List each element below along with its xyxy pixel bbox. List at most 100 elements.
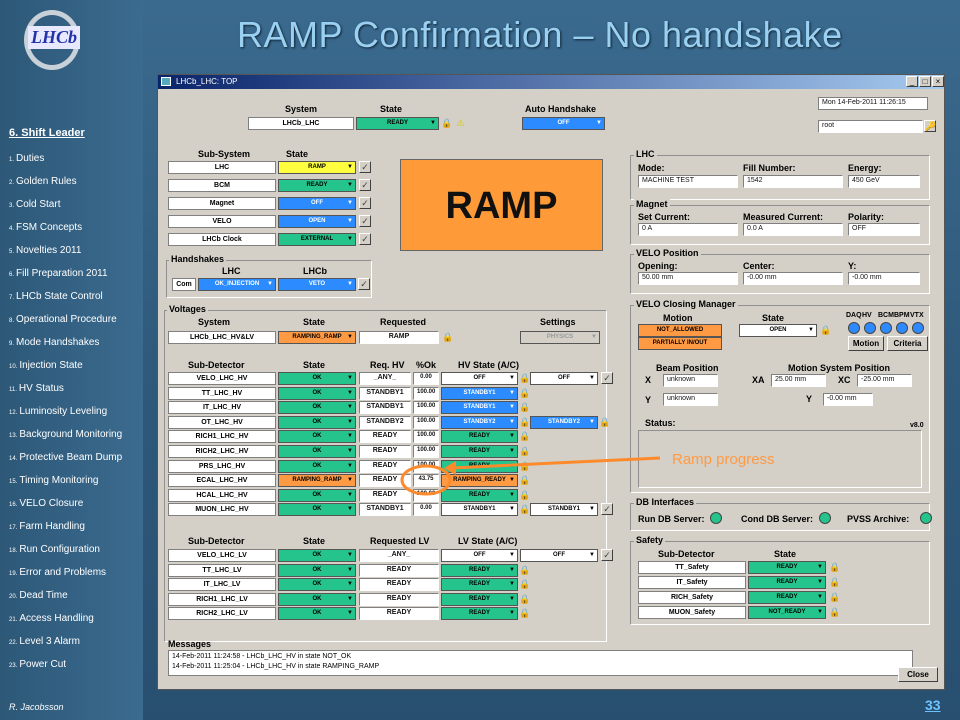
subsystem-name[interactable]: VELO [168, 215, 276, 228]
system-state[interactable]: READY▼ [356, 117, 439, 130]
check-icon[interactable]: ✓ [359, 233, 371, 245]
minimize-button[interactable]: _ [906, 76, 918, 87]
user-field[interactable]: root [818, 120, 923, 133]
safety-state[interactable]: NOT_READY▼ [748, 606, 826, 619]
velo-motion-button[interactable]: Motion [848, 336, 884, 351]
hv-state[interactable]: OK▼ [278, 372, 356, 385]
lv-lock-icon[interactable]: 🔒 [519, 579, 531, 590]
lv-state[interactable]: OK▼ [278, 607, 356, 621]
lv-state[interactable]: OK▼ [278, 578, 356, 592]
velo-lock-icon[interactable]: 🔒 [820, 325, 832, 335]
sidebar-item[interactable]: 22.Level 3 Alarm [9, 636, 80, 647]
hv-state[interactable]: OK▼ [278, 401, 356, 415]
hv-subdetector-name[interactable]: MUON_LHC_HV [168, 503, 276, 517]
subsystem-state[interactable]: OPEN▼ [278, 215, 356, 228]
hv-subdetector-name[interactable]: RICH2_LHC_HV [168, 445, 276, 458]
lv-lock-icon[interactable]: 🔒 [519, 564, 531, 575]
lv-lock-icon[interactable]: 🔒 [519, 593, 531, 604]
window-titlebar[interactable]: LHCb_LHC: TOP [158, 75, 944, 89]
hv-lock-icon[interactable]: 🔒 [519, 460, 531, 471]
velo-criteria-button[interactable]: Criteria [887, 336, 928, 351]
check-icon[interactable]: ✓ [359, 197, 371, 209]
lv-state-a[interactable]: OFF▼ [441, 549, 518, 562]
lv-state-c[interactable]: OFF▼ [520, 549, 598, 562]
lv-lock-icon[interactable]: 🔒 [519, 608, 531, 619]
hv-lock-icon[interactable]: 🔒 [519, 489, 531, 500]
hv-subdetector-name[interactable]: RICH1_LHC_HV [168, 430, 276, 444]
sidebar-item[interactable]: 5.Novelties 2011 [9, 245, 81, 256]
voltages-settings[interactable]: PHYSICS▼ [520, 331, 600, 344]
hv-state-c[interactable]: STANDBY2▼ [530, 415, 598, 429]
hv-state[interactable]: OK▼ [278, 503, 356, 517]
close-button[interactable]: Close [898, 667, 938, 682]
lv-subdetector-name[interactable]: IT_LHC_LV [168, 578, 276, 592]
hv-state-a[interactable]: RAMPING_READY▼ [441, 474, 518, 488]
hv-state-a[interactable]: OFF▼ [441, 372, 518, 385]
sidebar-item[interactable]: 8.Operational Procedure [9, 314, 117, 325]
lv-subdetector-name[interactable]: VELO_LHC_LV [168, 549, 276, 562]
lv-subdetector-name[interactable]: RICH2_LHC_LV [168, 607, 276, 621]
safety-subdetector-name[interactable]: MUON_Safety [638, 606, 746, 619]
sidebar-item[interactable]: 6.Fill Preparation 2011 [9, 268, 108, 279]
sidebar-item[interactable]: 1.Duties [9, 153, 44, 164]
hv-state-a[interactable]: STANDBY2▼ [441, 415, 518, 429]
sidebar-item[interactable]: 3.Cold Start [9, 199, 60, 210]
safety-subdetector-name[interactable]: RICH_Safety [638, 591, 746, 604]
lv-subdetector-name[interactable]: RICH1_LHC_LV [168, 592, 276, 606]
sidebar-item[interactable]: 11.HV Status [9, 383, 64, 394]
hv-state-c[interactable]: OFF▼ [530, 372, 598, 385]
subsystem-name[interactable]: Magnet [168, 197, 276, 210]
handshake-lhcb-value[interactable]: VETO▼ [278, 278, 356, 291]
safety-subdetector-name[interactable]: IT_Safety [638, 576, 746, 589]
hv-state-c[interactable]: STANDBY1▼ [530, 503, 598, 517]
sidebar-item[interactable]: 9.Mode Handshakes [9, 337, 99, 348]
hv-state-a[interactable]: STANDBY1▼ [441, 503, 518, 517]
sidebar-item[interactable]: 10.Injection State [9, 360, 83, 371]
subsystem-name[interactable]: BCM [168, 179, 276, 192]
hv-lock-icon[interactable]: 🔒 [519, 402, 531, 413]
sidebar-item[interactable]: 13.Background Monitoring [9, 429, 122, 440]
safety-lock-icon[interactable]: 🔒 [829, 592, 841, 602]
hv-check-icon[interactable]: ✓ [601, 503, 613, 516]
voltages-state[interactable]: RAMPING_RAMP▼ [278, 331, 356, 344]
warning-icon[interactable]: ⚠ [456, 118, 465, 128]
hv-subdetector-name[interactable]: IT_LHC_HV [168, 401, 276, 415]
sidebar-item[interactable]: 7.LHCb State Control [9, 291, 103, 302]
hv-lock-icon[interactable]: 🔒 [519, 416, 531, 427]
messages-log[interactable]: 14-Feb-2011 11:24:58 - LHCb_LHC_HV in st… [168, 650, 913, 676]
sidebar-item[interactable]: 12.Luminosity Leveling [9, 406, 107, 417]
sidebar-item[interactable]: 15.Timing Monitoring [9, 475, 98, 486]
sidebar-item[interactable]: 17.Farm Handling [9, 521, 85, 532]
user-key-icon[interactable]: 🔑 [924, 120, 937, 132]
lock-icon[interactable]: 🔒 [441, 118, 453, 128]
subsystem-name[interactable]: LHCb Clock [168, 233, 276, 246]
safety-lock-icon[interactable]: 🔒 [829, 607, 841, 617]
sidebar-item[interactable]: 18.Run Configuration [9, 544, 100, 555]
hv-subdetector-name[interactable]: VELO_LHC_HV [168, 372, 276, 385]
subsystem-name[interactable]: LHC [168, 161, 276, 174]
hv-subdetector-name[interactable]: HCAL_LHC_HV [168, 488, 276, 502]
lv-state[interactable]: OK▼ [278, 549, 356, 562]
system-name[interactable]: LHCb_LHC [248, 117, 354, 130]
hv-state-a[interactable]: READY▼ [441, 488, 518, 502]
sidebar-item[interactable]: 16.VELO Closure [9, 498, 83, 509]
lv-state-a[interactable]: READY▼ [441, 563, 518, 577]
safety-state[interactable]: READY▼ [748, 576, 826, 589]
lv-subdetector-name[interactable]: TT_LHC_LV [168, 563, 276, 577]
hv-state[interactable]: OK▼ [278, 488, 356, 502]
lv-state[interactable]: OK▼ [278, 592, 356, 606]
velo-closing-state[interactable]: OPEN▼ [739, 324, 817, 337]
hv-state-a[interactable]: READY▼ [441, 430, 518, 444]
check-icon[interactable]: ✓ [359, 179, 371, 191]
subsystem-state[interactable]: OFF▼ [278, 197, 356, 210]
hv-lock-icon[interactable]: 🔒 [519, 446, 531, 456]
hv-state-a[interactable]: READY▼ [441, 445, 518, 458]
handshake-lhc-value[interactable]: OK_INJECTION▼ [198, 278, 276, 291]
check-icon[interactable]: ✓ [359, 215, 371, 227]
lv-state-a[interactable]: READY▼ [441, 607, 518, 621]
hv-subdetector-name[interactable]: TT_LHC_HV [168, 386, 276, 400]
lv-state-a[interactable]: READY▼ [441, 592, 518, 606]
sidebar-item[interactable]: 21.Access Handling [9, 613, 94, 624]
handshake-check-icon[interactable]: ✓ [358, 278, 370, 290]
hv-state-a[interactable]: READY▼ [441, 459, 518, 473]
